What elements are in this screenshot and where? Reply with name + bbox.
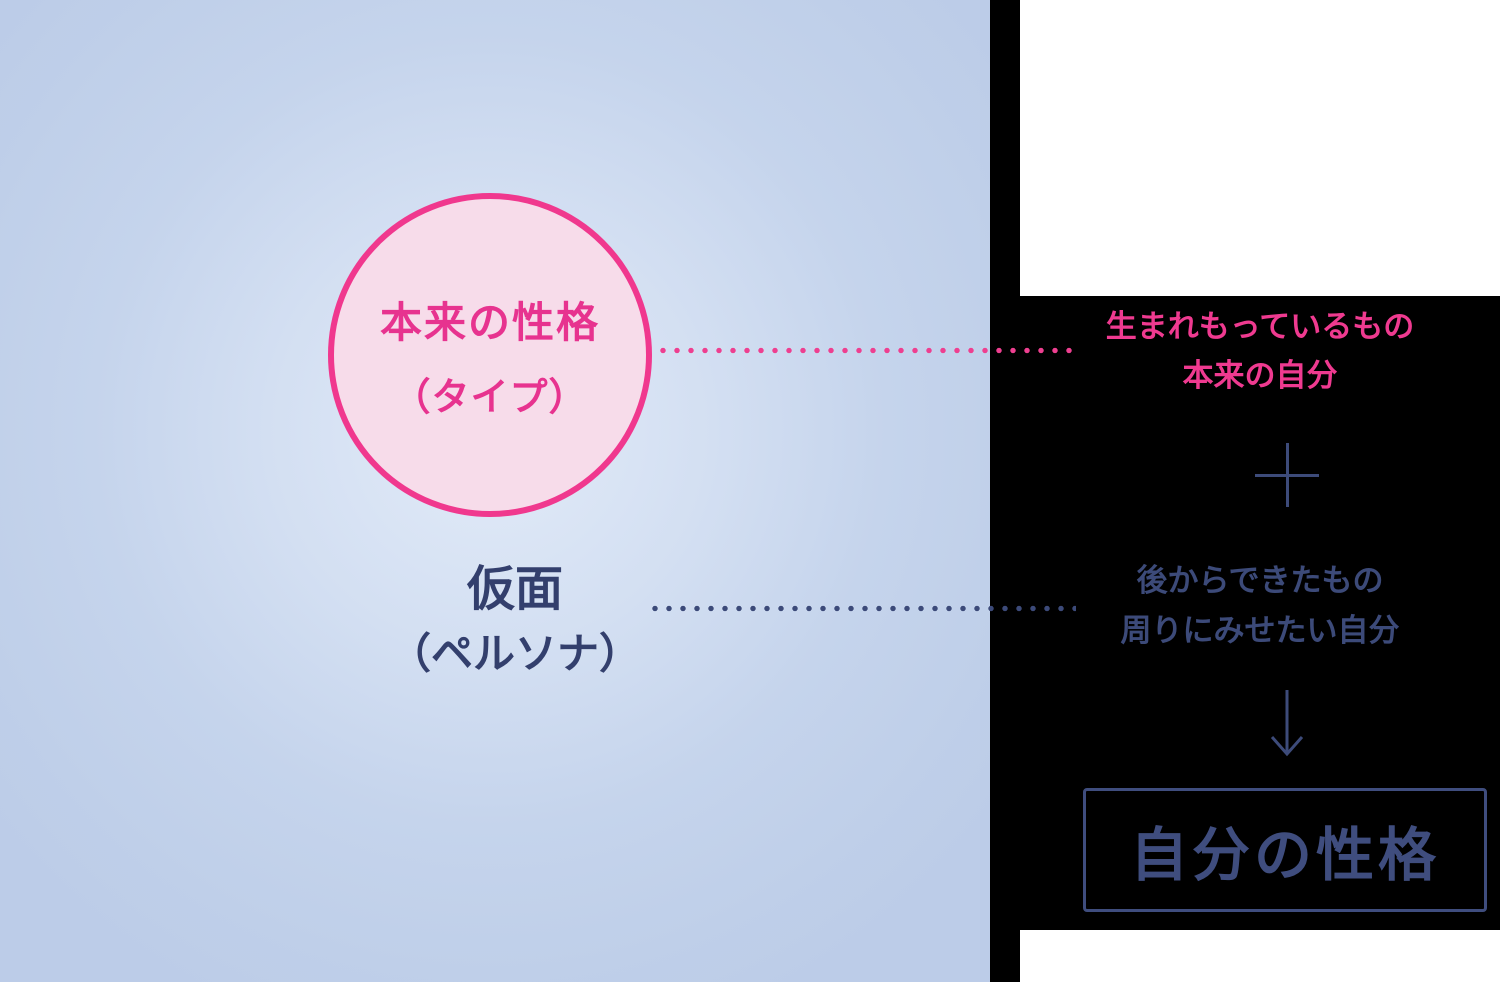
acquired-description: 後からできたもの 周りにみせたい自分 [1020,556,1500,656]
result-box: 自分の性格 [1083,788,1487,912]
innate-description-line1: 生まれもっているもの [1105,309,1415,344]
innate-description: 生まれもっているもの 本来の自分 [1020,302,1500,400]
persona-label-subtitle: （ペルソナ） [388,632,641,678]
persona-label: 仮面 （ペルソナ） [315,558,715,688]
innate-type-subtitle: （タイプ） [392,377,588,419]
persona-diagram-panel: 本来の性格 （タイプ） 仮面 （ペルソナ） [0,0,990,982]
persona-label-title: 仮面 [466,563,563,616]
plus-icon [1255,443,1319,507]
innate-type-title: 本来の性格 [379,301,600,347]
pink-dotted-connector [656,347,1076,354]
acquired-description-line2: 周りにみせたい自分 [1120,613,1400,648]
plus-icon-horizontal-bar [1255,473,1319,477]
result-label: 自分の性格 [1129,823,1440,888]
innate-description-line2: 本来の自分 [1182,358,1338,393]
arrow-down-icon [1265,688,1309,760]
acquired-description-line1: 後からできたもの [1136,563,1384,598]
navy-dotted-connector [648,605,1076,612]
innate-type-circle: 本来の性格 （タイプ） [328,193,652,517]
bottom-white-area [1020,930,1500,982]
top-white-area [1020,0,1500,296]
